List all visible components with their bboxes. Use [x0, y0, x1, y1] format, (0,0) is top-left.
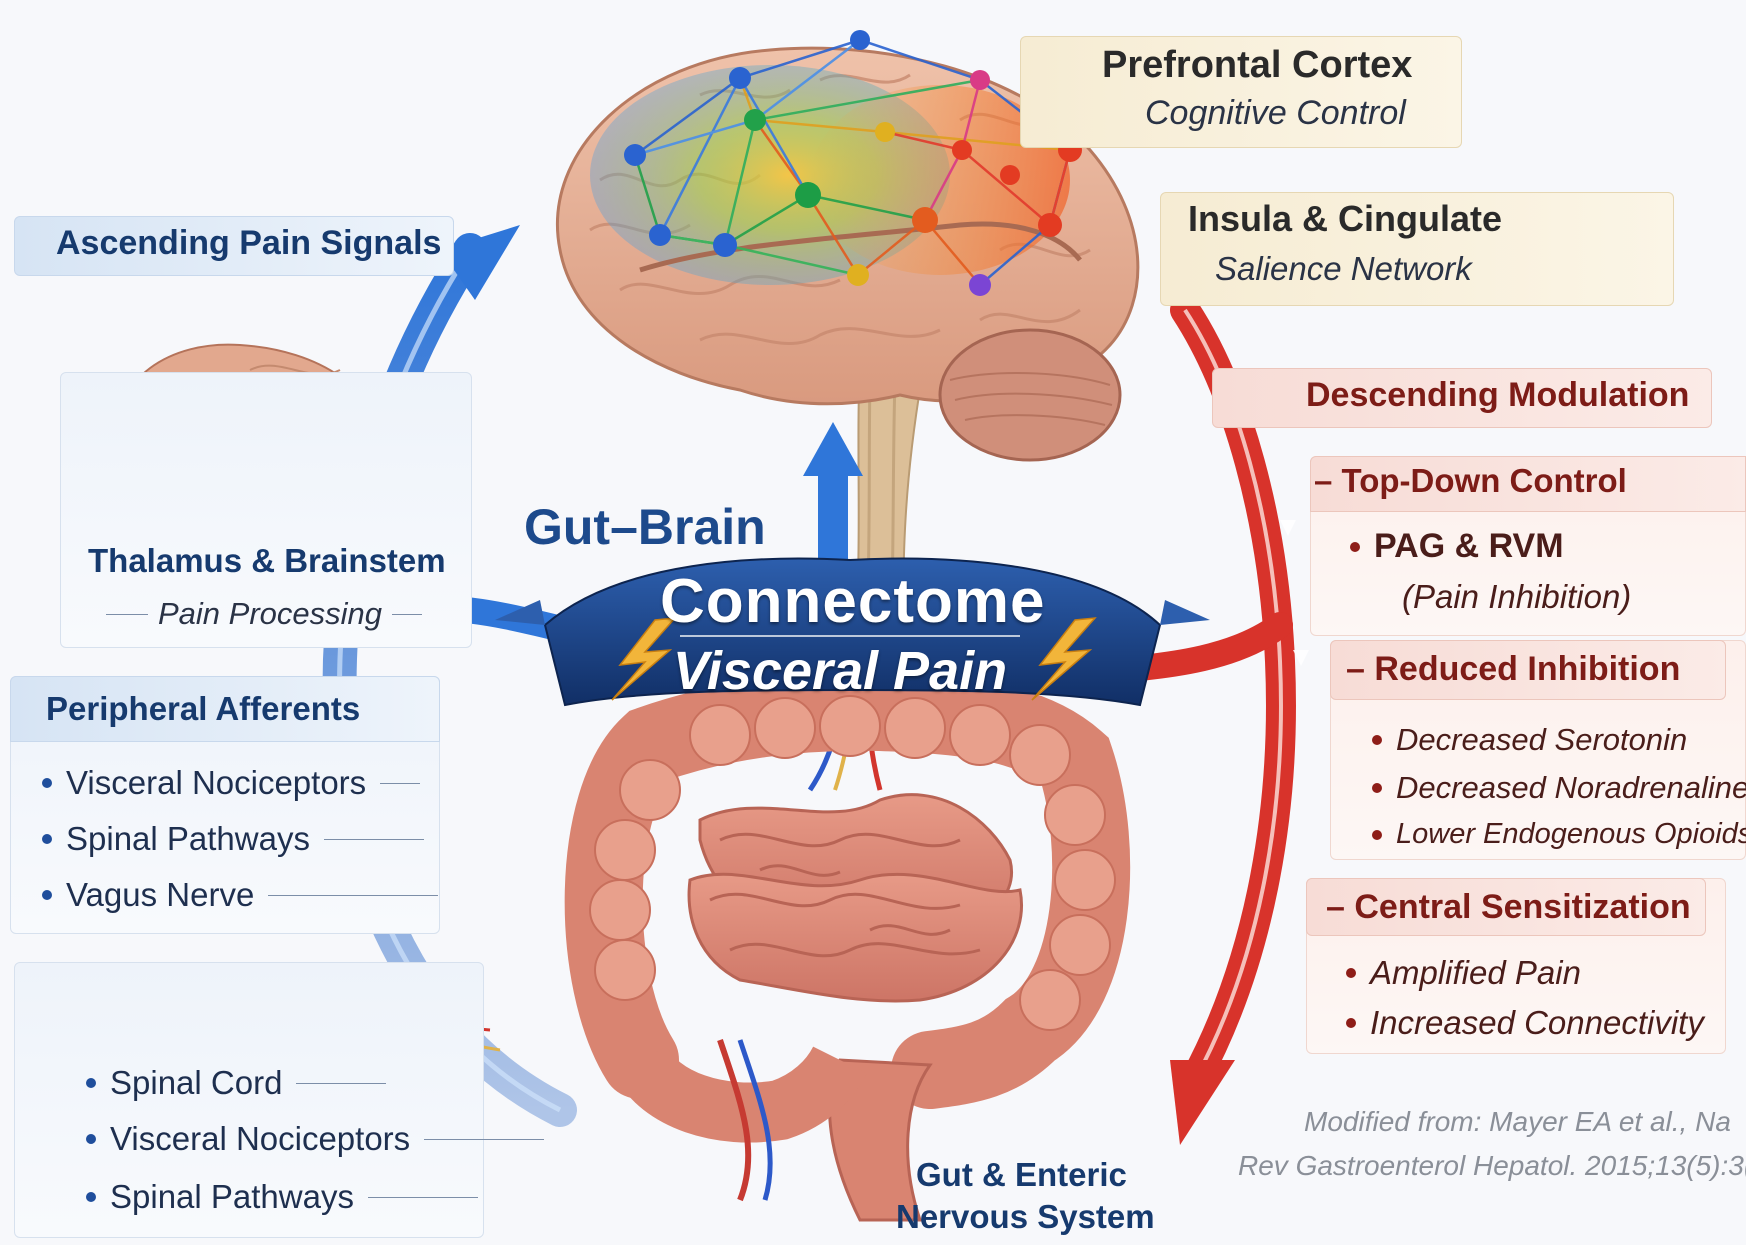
- thalamus-sub-leader-left: [106, 614, 148, 615]
- bullet-dot: [42, 890, 52, 900]
- bullet-dot: [86, 1192, 96, 1202]
- prefrontal-sub: Cognitive Control: [1145, 94, 1406, 133]
- spinal-item: Spinal Cord: [86, 1064, 386, 1102]
- gut-brain-label: Gut–Brain: [524, 498, 766, 556]
- thalamus-sub: Pain Processing: [158, 596, 382, 632]
- citation-line2: Rev Gastroenterol Hepatol. 2015;13(5):3(: [1238, 1144, 1746, 1188]
- leader-line: [368, 1197, 478, 1198]
- top-down-item-text: PAG & RVM: [1374, 527, 1564, 566]
- reduced-inhibition-item-text: Decreased Noradrenaline: [1396, 770, 1746, 806]
- spinal-item-text: Spinal Pathways: [110, 1178, 354, 1216]
- insula-sub: Salience Network: [1215, 250, 1472, 288]
- descending-arrowhead: [1170, 1060, 1235, 1145]
- reduced-inhibition-item-text: Lower Endogenous Opioids: [1396, 818, 1746, 851]
- peripheral-heading: Peripheral Afferents: [46, 690, 360, 728]
- bullet-dot: [42, 834, 52, 844]
- connectome-title: Connectome: [660, 566, 1020, 637]
- citation: Modified from: Mayer EA et al., Na Rev G…: [1238, 1100, 1746, 1188]
- peripheral-item-text: Visceral Nociceptors: [66, 764, 366, 802]
- leader-line: [296, 1083, 386, 1084]
- leader-line: [380, 783, 420, 784]
- leader-line: [324, 839, 424, 840]
- central-sensitization-item-text: Increased Connectivity: [1370, 1004, 1704, 1042]
- gut-label-line1: Gut & Enteric: [916, 1156, 1127, 1194]
- bullet-dot: [86, 1134, 96, 1144]
- peripheral-item-text: Vagus Nerve: [66, 876, 254, 914]
- central-sensitization-item: Increased Connectivity: [1346, 1004, 1704, 1042]
- spinal-item: Spinal Pathways: [86, 1178, 478, 1216]
- bullet-dot: [86, 1078, 96, 1088]
- spinal-item-text: Visceral Nociceptors: [110, 1120, 410, 1158]
- descending-label: Descending Modulation: [1306, 376, 1689, 415]
- spinal-item-text: Spinal Cord: [110, 1064, 282, 1102]
- peripheral-item: Spinal Pathways: [42, 820, 424, 858]
- leader-line: [424, 1139, 544, 1140]
- thalamus-sub-row: Pain Processing: [106, 596, 422, 632]
- gut-label-line2: Nervous System: [896, 1198, 1155, 1236]
- bullet-dot: [1350, 542, 1360, 552]
- reduced-inhibition-heading: – Reduced Inhibition: [1346, 650, 1680, 689]
- reduced-inhibition-item: Decreased Noradrenaline: [1372, 770, 1746, 806]
- gut-illustration: [590, 696, 1115, 1220]
- bullet-dot: [42, 778, 52, 788]
- reduced-inhibition-item-text: Decreased Serotonin: [1396, 722, 1687, 758]
- bullet-dot: [1346, 1018, 1356, 1028]
- bullet-dot: [1346, 968, 1356, 978]
- central-sensitization-item-text: Amplified Pain: [1370, 954, 1581, 992]
- leader-line: [268, 895, 438, 896]
- reduced-inhibition-item: Lower Endogenous Opioids: [1372, 818, 1746, 851]
- bullet-dot: [1372, 783, 1382, 793]
- connectome-subtitle: Visceral Pain: [660, 640, 1020, 702]
- ascending-label: Ascending Pain Signals: [56, 224, 441, 263]
- top-down-heading: – Top-Down Control: [1314, 462, 1627, 500]
- top-down-item-sub: (Pain Inhibition): [1402, 578, 1631, 616]
- thalamus-heading: Thalamus & Brainstem: [88, 542, 446, 580]
- central-sensitization-item: Amplified Pain: [1346, 954, 1581, 992]
- bullet-dot: [1372, 830, 1382, 840]
- peripheral-item: Visceral Nociceptors: [42, 764, 420, 802]
- peripheral-item-text: Spinal Pathways: [66, 820, 310, 858]
- insula-heading: Insula & Cingulate: [1188, 198, 1502, 240]
- bullet-dot: [1372, 735, 1382, 745]
- peripheral-item: Vagus Nerve: [42, 876, 438, 914]
- central-sensitization-heading: – Central Sensitization: [1326, 888, 1691, 927]
- reduced-inhibition-item: Decreased Serotonin: [1372, 722, 1687, 758]
- spinal-item: Visceral Nociceptors: [86, 1120, 544, 1158]
- thalamus-sub-leader-right: [392, 614, 422, 615]
- citation-line1: Modified from: Mayer EA et al., Na: [1238, 1100, 1746, 1144]
- top-down-item: PAG & RVM: [1350, 527, 1564, 566]
- prefrontal-heading: Prefrontal Cortex: [1102, 44, 1412, 87]
